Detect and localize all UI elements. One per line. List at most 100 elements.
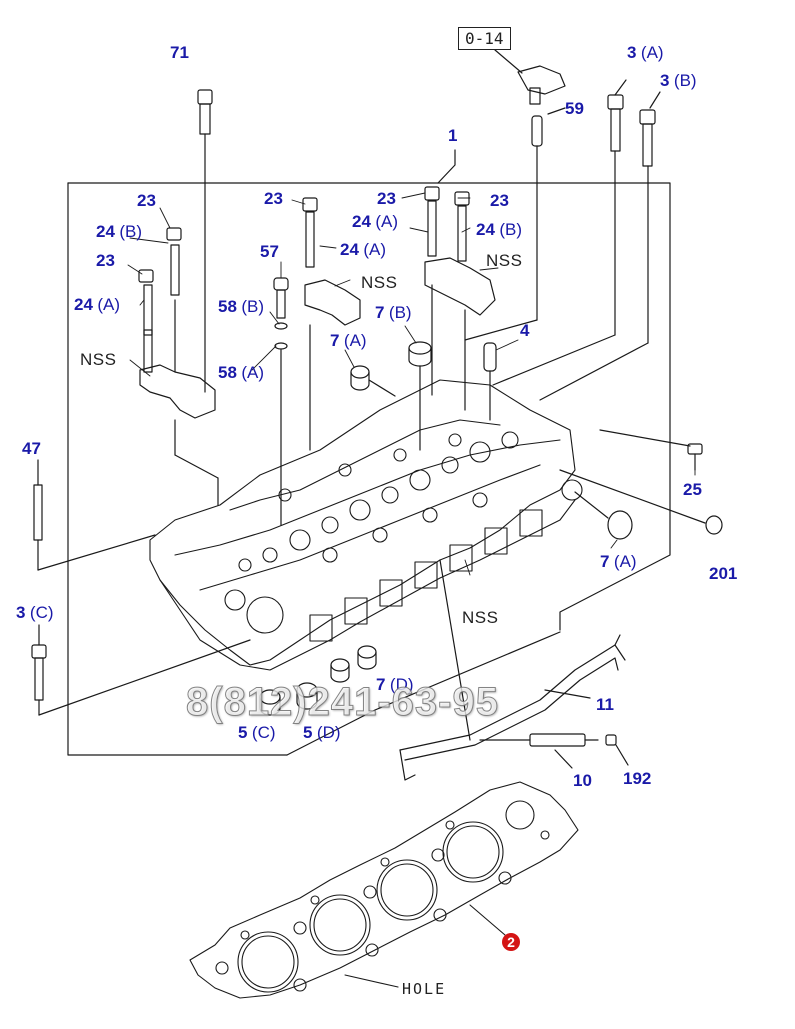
callout-variant: (A) (97, 295, 121, 314)
cap-left (138, 227, 219, 506)
callout-201[interactable]: 201 (709, 565, 737, 583)
callout-1[interactable]: 1 (448, 127, 457, 145)
part-57-58 (273, 277, 289, 526)
callout-number: 24 (96, 222, 115, 241)
stud-47 (33, 459, 156, 571)
nss-label-bottom: NSS (462, 608, 499, 627)
callout-24b-right[interactable]: 24 (B) (476, 221, 522, 239)
bolt-3c (31, 624, 251, 716)
callout-variant: (A) (343, 331, 367, 350)
bolt-3a (492, 79, 627, 386)
callout-192[interactable]: 192 (623, 770, 651, 788)
head-gasket (189, 781, 579, 999)
part-25 (599, 429, 703, 471)
nss-label-mid: NSS (361, 273, 398, 292)
callout-23-c[interactable]: 23 (377, 190, 396, 208)
callout-number: 24 (476, 220, 495, 239)
reference-box-0-14[interactable]: 0-14 (458, 27, 511, 50)
callout-23-d[interactable]: 23 (490, 192, 509, 210)
callout-11[interactable]: 11 (596, 696, 614, 714)
callout-variant: (A) (640, 43, 664, 62)
callout-variant: (B) (241, 297, 265, 316)
callout-71[interactable]: 71 (170, 44, 189, 62)
callout-number: 57 (260, 242, 279, 261)
callout-24a-right[interactable]: 24 (A) (352, 213, 398, 231)
callout-number: 7 (600, 552, 610, 571)
callout-10[interactable]: 10 (573, 772, 592, 790)
callout-number: 23 (96, 251, 115, 270)
nss-label-right: NSS (486, 251, 523, 270)
sensor-0-14 (464, 49, 566, 341)
callout-number: 7 (376, 675, 386, 694)
callout-7d[interactable]: 7 (D) (376, 676, 414, 694)
callout-number: 24 (74, 295, 93, 314)
cap-right (424, 186, 496, 411)
callout-variant: (B) (119, 222, 143, 241)
callout-number: 11 (596, 695, 614, 714)
callout-7a-right[interactable]: 7 (A) (600, 553, 637, 571)
assembly-frame-bottom (286, 631, 561, 756)
callout-number: 1 (448, 126, 458, 145)
callout-number: 192 (623, 769, 652, 788)
callout-number: 3 (660, 71, 670, 90)
assembly-frame-top (67, 149, 456, 184)
callout-24b-left[interactable]: 24 (B) (96, 223, 142, 241)
plug-7d (330, 645, 377, 683)
callout-number: 23 (264, 189, 283, 208)
callout-58b[interactable]: 58 (B) (218, 298, 264, 316)
assembly-frame-right (437, 182, 671, 631)
callout-variant: (B) (499, 220, 523, 239)
callout-number: 3 (16, 603, 26, 622)
pin-4 (483, 342, 497, 421)
part-201 (559, 469, 723, 535)
callout-3a[interactable]: 3 (A) (627, 44, 664, 62)
plug-7a-right (574, 491, 633, 540)
bolt-3b (539, 91, 661, 401)
callout-59[interactable]: 59 (565, 100, 584, 118)
cylinder-head (149, 379, 583, 671)
callout-number: 25 (683, 480, 702, 499)
plug-5c (259, 689, 281, 716)
callout-25[interactable]: 25 (683, 481, 702, 499)
callout-variant: (D) (316, 723, 341, 742)
callout-24a-mid[interactable]: 24 (A) (340, 241, 386, 259)
callout-5d[interactable]: 5 (D) (303, 724, 341, 742)
callout-variant: (A) (375, 212, 399, 231)
callout-7b[interactable]: 7 (B) (375, 304, 412, 322)
plug-7b (408, 341, 432, 451)
callout-variant: (B) (388, 303, 412, 322)
hole-label: HOLE (402, 980, 447, 998)
callout-number: 24 (340, 240, 359, 259)
assembly-frame (67, 182, 288, 756)
callout-24a-left[interactable]: 24 (A) (74, 296, 120, 314)
callout-23-b[interactable]: 23 (264, 190, 283, 208)
callout-23-a[interactable]: 23 (137, 192, 156, 210)
nut-192 (605, 734, 629, 766)
callout-57[interactable]: 57 (260, 243, 279, 261)
callout-47[interactable]: 47 (22, 440, 41, 458)
bracket-11 (399, 559, 626, 781)
callout-number: 58 (218, 297, 237, 316)
callout-number: 5 (238, 723, 248, 742)
callout-number: 10 (573, 771, 592, 790)
callout-2-highlight[interactable]: 2 (502, 933, 520, 951)
callout-number: 23 (137, 191, 156, 210)
callout-variant: (B) (673, 71, 697, 90)
callout-58a[interactable]: 58 (A) (218, 364, 264, 382)
callout-3c[interactable]: 3 (C) (16, 604, 54, 622)
callout-number: 7 (375, 303, 385, 322)
callout-3b[interactable]: 3 (B) (660, 72, 697, 90)
callout-variant: (D) (389, 675, 414, 694)
callout-5c[interactable]: 5 (C) (238, 724, 276, 742)
callout-23-e[interactable]: 23 (96, 252, 115, 270)
callout-number: 5 (303, 723, 313, 742)
callout-variant: (A) (363, 240, 387, 259)
callout-4[interactable]: 4 (520, 322, 529, 340)
callout-number: 24 (352, 212, 371, 231)
callout-7a-top[interactable]: 7 (A) (330, 332, 367, 350)
callout-number: 23 (377, 189, 396, 208)
nss-label-left: NSS (80, 350, 117, 369)
plug-5d (296, 682, 318, 710)
